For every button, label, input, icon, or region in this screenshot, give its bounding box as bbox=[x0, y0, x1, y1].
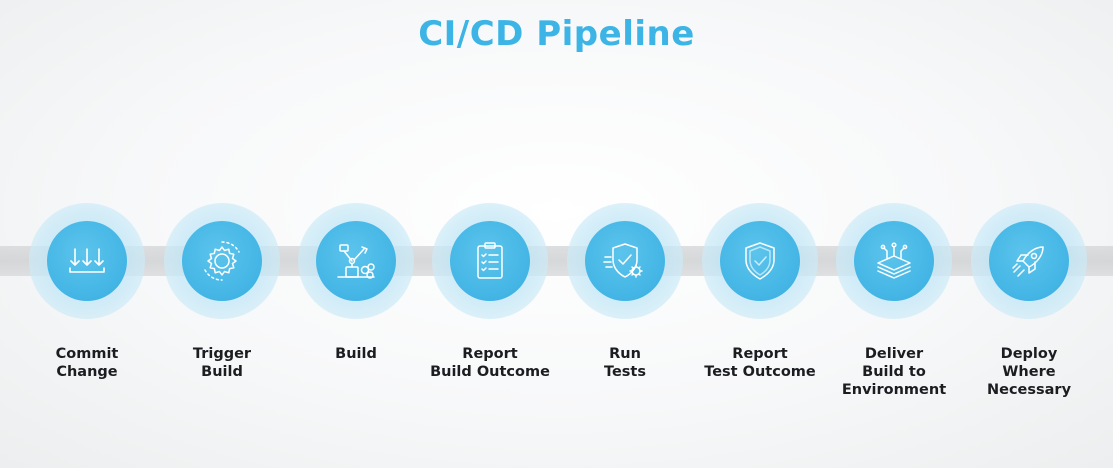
clipboard-checklist-icon bbox=[477, 242, 503, 279]
step-circle bbox=[989, 221, 1069, 301]
step-label-line: Test Outcome bbox=[704, 364, 816, 380]
step-label-line: Build Outcome bbox=[430, 364, 550, 380]
step-label: Report Build Outcome bbox=[420, 345, 560, 381]
step-label-line: Deploy bbox=[1000, 346, 1058, 362]
step-label-line: Where bbox=[1002, 364, 1056, 380]
step-label-line: Report bbox=[732, 346, 788, 362]
step-label: Deliver Build to Environment bbox=[824, 345, 964, 399]
step-label-line: Necessary bbox=[986, 382, 1072, 398]
rocket-icon bbox=[1012, 246, 1044, 277]
gear-icon bbox=[204, 241, 240, 281]
step-label-line: Tests bbox=[604, 364, 646, 380]
commit-arrows-icon bbox=[69, 248, 105, 273]
step-label: Commit Change bbox=[17, 345, 157, 381]
step-circle bbox=[720, 221, 800, 301]
step-label: Deploy Where Necessary bbox=[959, 345, 1099, 399]
step-circle bbox=[182, 221, 262, 301]
shield-gear-icon bbox=[603, 243, 643, 278]
step-label-line: Deliver bbox=[864, 346, 924, 362]
page-title: CI/CD Pipeline bbox=[418, 14, 695, 54]
step-label-line: Build bbox=[201, 364, 243, 380]
step-circle bbox=[585, 221, 665, 301]
step-label-line: Report bbox=[462, 346, 518, 362]
step-label-line: Trigger bbox=[192, 346, 252, 362]
step-circle bbox=[854, 221, 934, 301]
step-circle bbox=[450, 221, 530, 301]
step-label-line: Environment bbox=[841, 382, 947, 398]
step-label-line: Build to bbox=[862, 364, 926, 380]
robot-arm-icon bbox=[337, 244, 375, 279]
step-label-line: Run bbox=[609, 346, 641, 362]
step-label-line: Commit bbox=[55, 346, 119, 362]
step-label: Run Tests bbox=[555, 345, 695, 381]
step-label-line: Build bbox=[335, 346, 377, 362]
step-label: Report Test Outcome bbox=[690, 345, 830, 381]
step-label: Build bbox=[286, 345, 426, 363]
step-label-line: Change bbox=[56, 364, 118, 380]
step-label: Trigger Build bbox=[152, 345, 292, 381]
shield-check-icon bbox=[745, 242, 775, 280]
step-circle bbox=[316, 221, 396, 301]
layers-stack-icon bbox=[877, 242, 911, 279]
step-circle bbox=[47, 221, 127, 301]
